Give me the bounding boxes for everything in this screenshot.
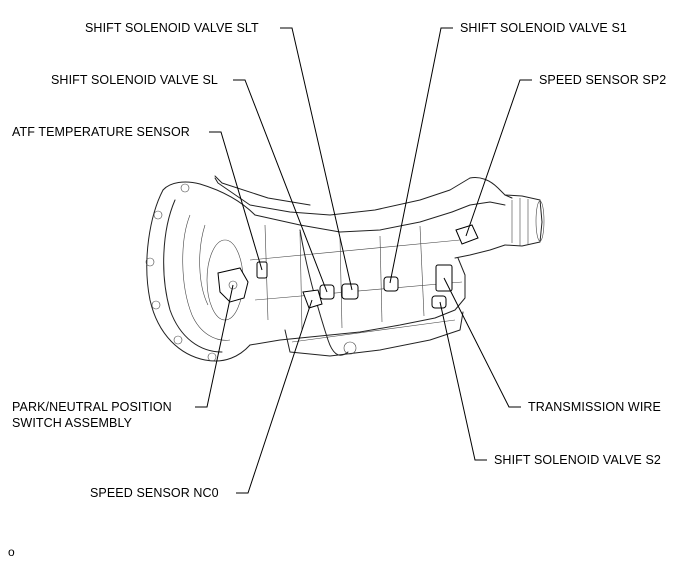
label-shift-solenoid-valve-s2: SHIFT SOLENOID VALVE S2 (494, 453, 661, 467)
label-speed-sensor-nc0: SPEED SENSOR NC0 (90, 486, 219, 500)
label-park-neutral-line1: PARK/NEUTRAL POSITION (12, 400, 172, 414)
callout-lines (195, 27, 532, 494)
leader-sp2 (465, 79, 532, 237)
leader-trans-wire (443, 277, 521, 408)
leader-atf (209, 131, 263, 271)
shift-solenoid-s2-part (431, 295, 447, 309)
label-park-neutral-line2: SWITCH ASSEMBLY (12, 416, 133, 430)
components (217, 224, 479, 309)
label-atf-temperature-sensor: ATF TEMPERATURE SENSOR (12, 125, 190, 139)
leader-slt (280, 27, 353, 291)
leader-sl (233, 79, 328, 293)
label-speed-sensor-sp2: SPEED SENSOR SP2 (539, 73, 667, 87)
label-shift-solenoid-valve-slt: SHIFT SOLENOID VALVE SLT (85, 21, 259, 35)
leader-s2 (439, 301, 487, 461)
label-transmission-wire: TRANSMISSION WIRE (528, 400, 661, 414)
label-shift-solenoid-valve-sl: SHIFT SOLENOID VALVE SL (51, 73, 218, 87)
leader-nc0 (236, 299, 313, 494)
shift-solenoid-slt-part (341, 283, 359, 300)
leader-s1 (389, 27, 453, 284)
label-shift-solenoid-valve-s1: SHIFT SOLENOID VALVE S1 (460, 21, 627, 35)
speed-sensor-nc0-part (302, 289, 323, 309)
footer-mark: o (8, 545, 15, 559)
transmission-body (145, 175, 545, 362)
leader-pnp (195, 284, 234, 408)
